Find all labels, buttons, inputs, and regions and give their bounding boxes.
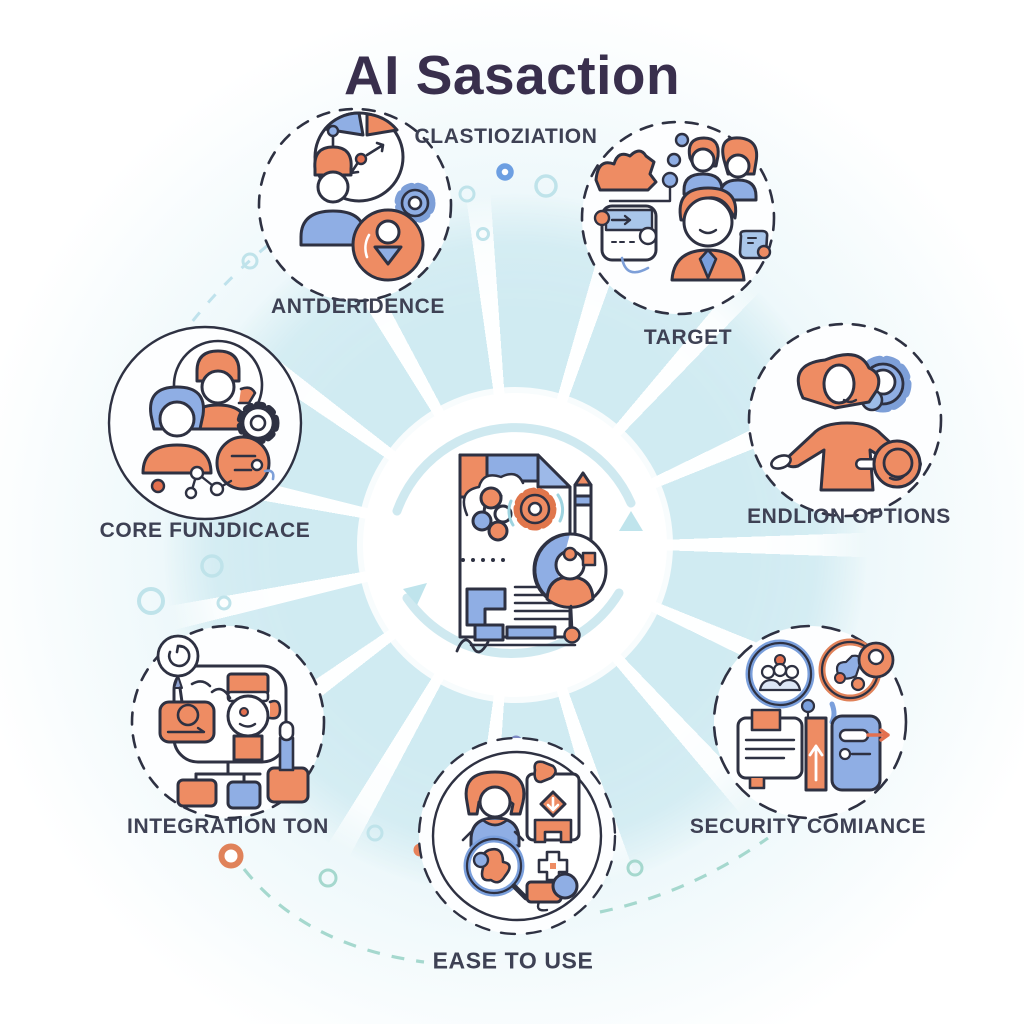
decor-teal-ring	[534, 174, 558, 198]
hub-ring-arrowhead	[403, 583, 427, 605]
hub-ring-arc	[402, 588, 624, 658]
label-antderidence: ANTDERIDENCE	[270, 295, 446, 318]
node-ease-to-use	[417, 736, 617, 936]
page-title: AI Sasaction	[343, 44, 681, 106]
dashed-arc-bottom-right	[599, 836, 769, 914]
target-icon	[580, 120, 776, 316]
decor-teal-ring	[200, 554, 224, 578]
node-core-funjdicace	[105, 323, 305, 523]
ease-to-use-icon	[417, 736, 617, 936]
label-endlion-options: ENDLION OPTIONS	[747, 505, 951, 528]
node-antderidence	[255, 105, 455, 305]
decor-teal-ring	[366, 824, 384, 842]
hub-ring-arrowhead	[619, 511, 643, 531]
label-integration-ton: INTEGRATION TON	[127, 815, 329, 838]
hub-circle	[363, 393, 667, 697]
decor-teal-ring	[476, 227, 490, 241]
gear-icon	[507, 487, 565, 531]
label-core-funjdicace: CORE FUNJDICACE	[99, 519, 311, 542]
node-security-comiance	[710, 622, 910, 822]
label-security-comiance: SECURITY COMIANCE	[689, 815, 927, 838]
decor-teal-ring	[458, 185, 476, 203]
decor-teal-ring	[626, 859, 644, 877]
decor-teal-ring	[318, 868, 338, 888]
node-endlion-options	[745, 320, 945, 520]
decor-teal-ring	[137, 587, 165, 615]
person-badge-icon	[532, 532, 608, 644]
security-comiance-icon	[712, 624, 908, 820]
dots-row	[461, 558, 505, 562]
content-blocks	[455, 585, 577, 654]
node-target	[578, 118, 778, 318]
endlion-options-icon	[747, 322, 943, 518]
node-integration-ton	[128, 622, 328, 822]
label-target: TARGET	[643, 326, 733, 349]
hub-ring-arc	[392, 423, 636, 516]
decor-blue-donut	[496, 163, 514, 181]
integration-ton-icon	[130, 624, 326, 820]
antderidence-icon	[257, 107, 453, 303]
molecule-icon	[462, 472, 525, 542]
center-illustration	[392, 423, 643, 658]
decor-teal-ring	[216, 595, 232, 611]
decor-teal-ring	[241, 252, 259, 270]
core-funjdicace-icon	[107, 325, 303, 521]
dashed-arc-bottom-left	[242, 868, 425, 964]
label-clastioziation: CLASTIOZIATION	[414, 125, 598, 148]
decor-orange-ring	[218, 843, 244, 869]
label-ease-to-use: EASE TO USE	[432, 947, 594, 974]
